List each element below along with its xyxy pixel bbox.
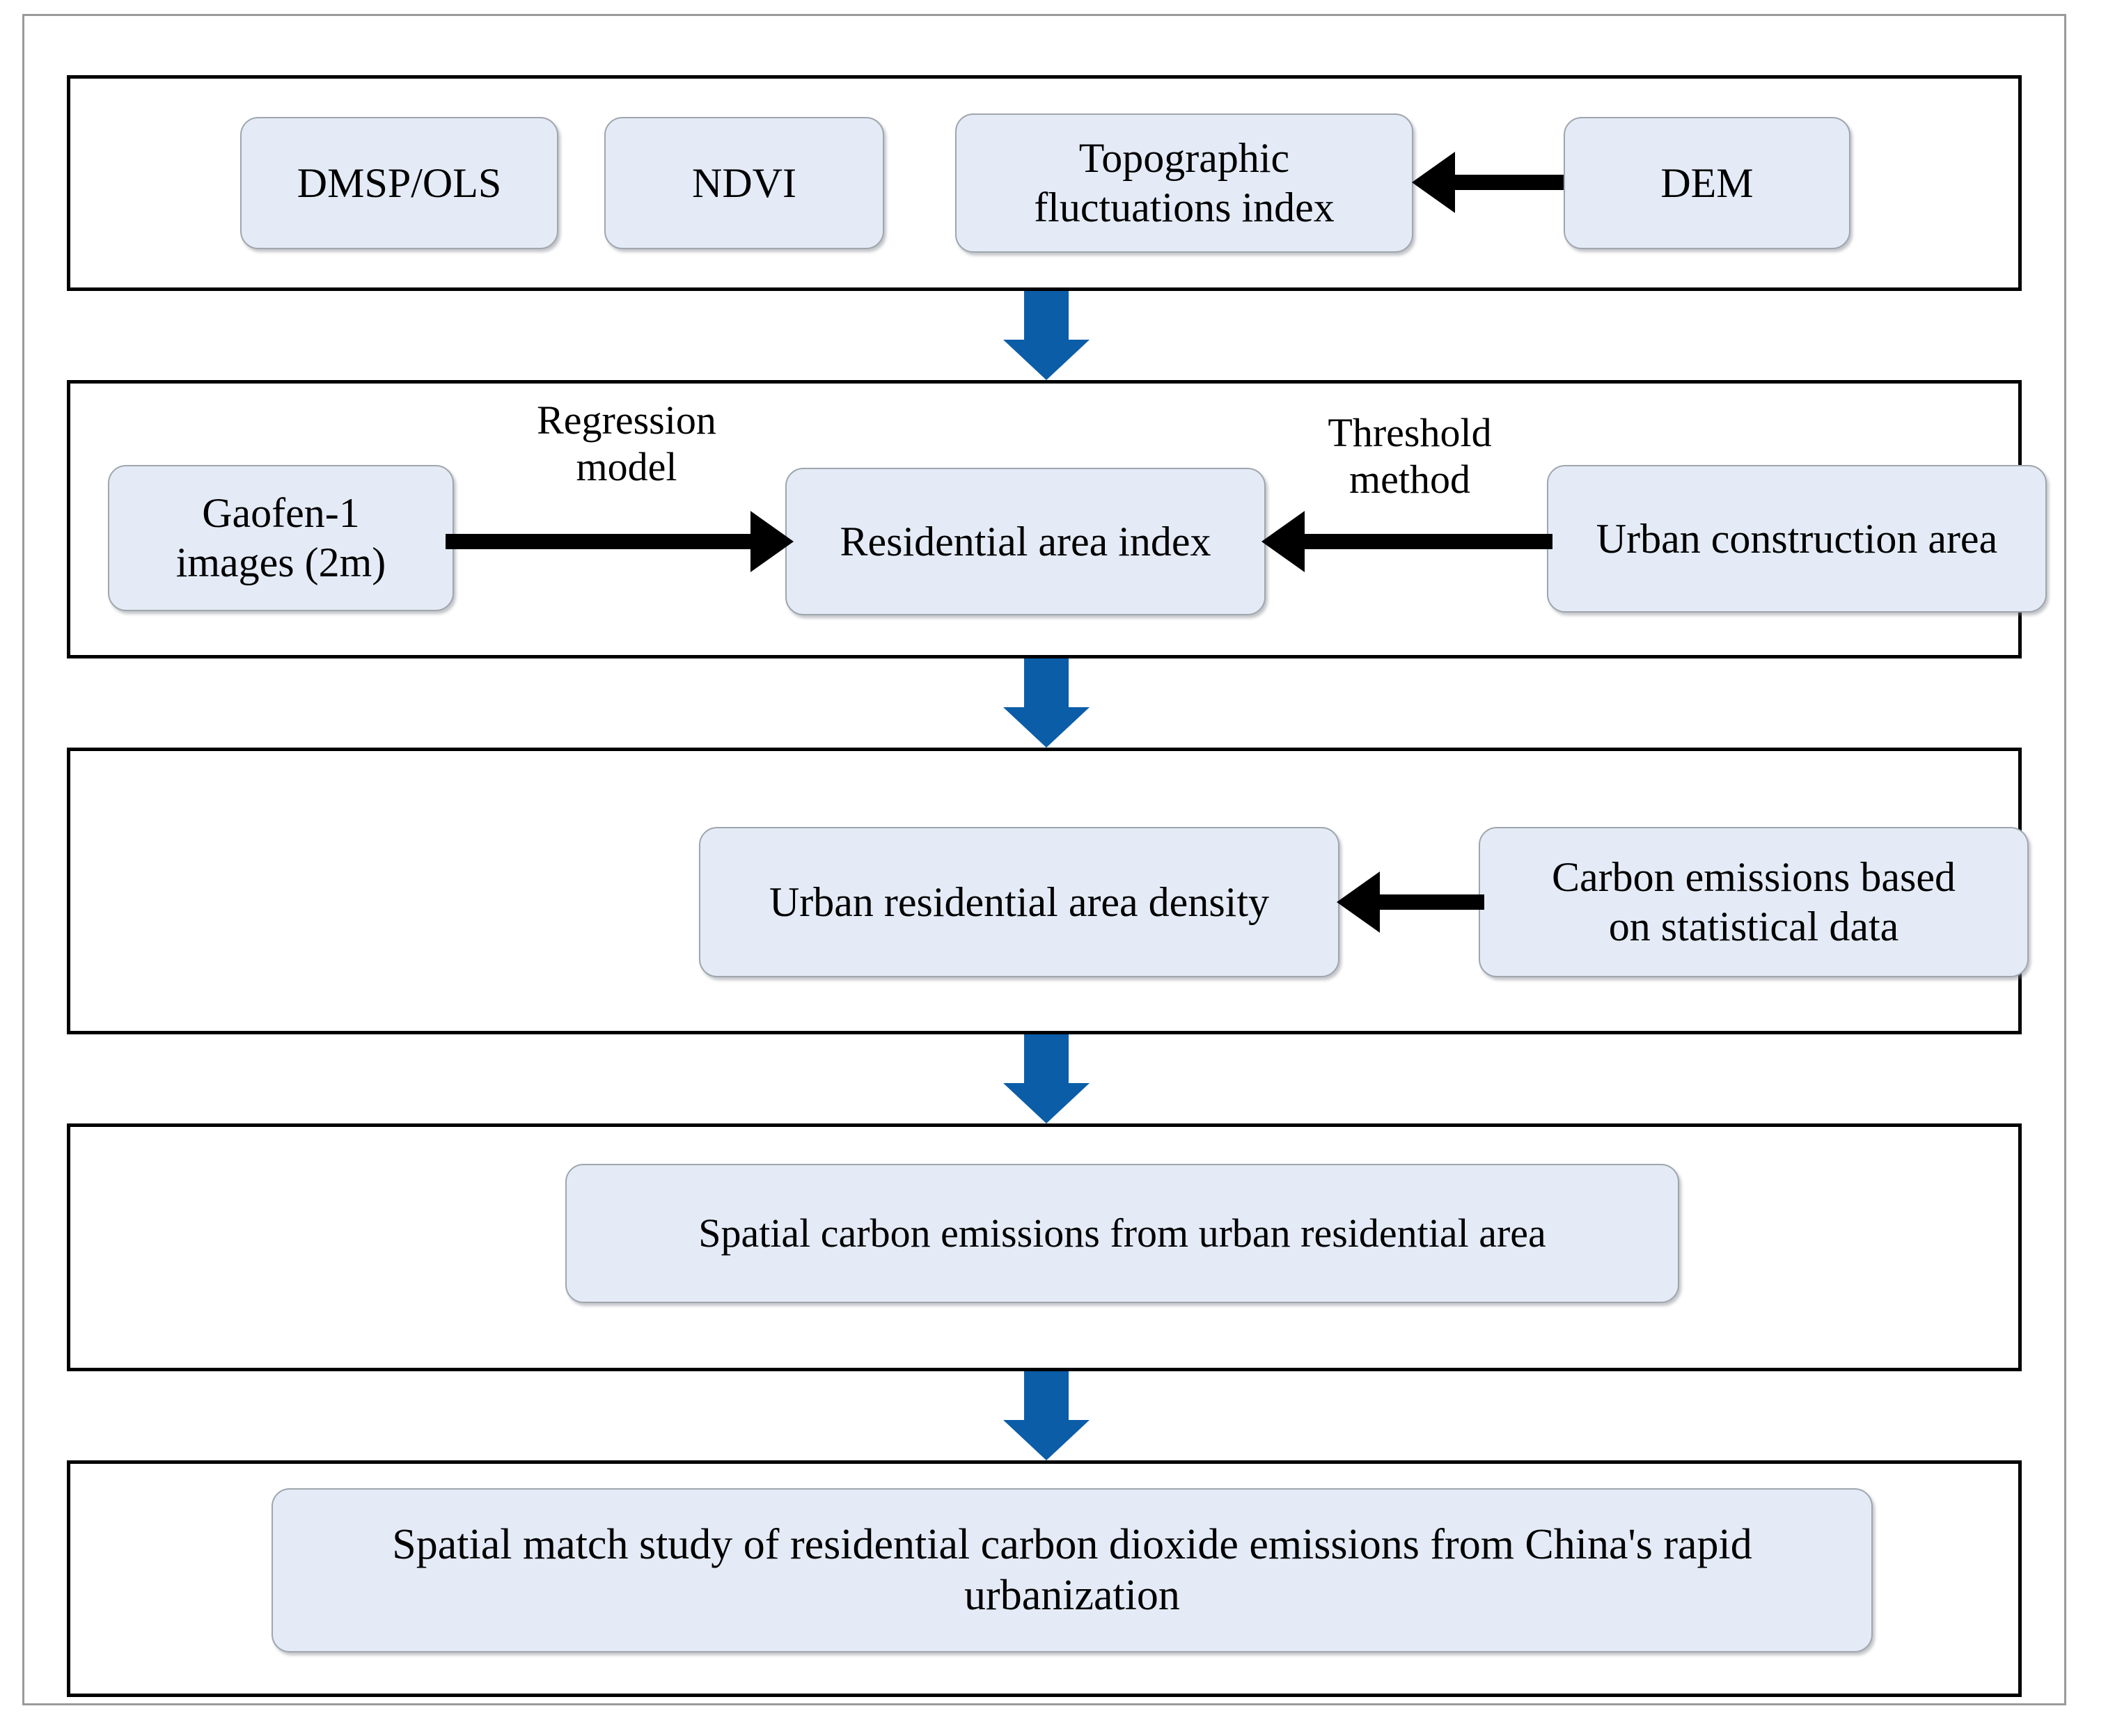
node-dmsp-ols[interactable]: DMSP/OLS [240, 117, 558, 249]
edge-label-threshold-method: Threshold method [1328, 410, 1492, 503]
arrow-shaft [1451, 175, 1564, 190]
node-urban-residential-area-density[interactable]: Urban residential area density [699, 827, 1339, 977]
node-spatial-carbon-emissions[interactable]: Spatial carbon emissions from urban resi… [565, 1164, 1679, 1303]
node-dem[interactable]: DEM [1564, 117, 1850, 249]
flow-arrow-stem [1024, 1034, 1069, 1086]
flow-arrow-3 [1003, 1034, 1090, 1123]
node-residential-area-index[interactable]: Residential area index [785, 468, 1266, 615]
node-topographic-fluctuations-index[interactable]: Topographic fluctuations index [955, 113, 1413, 253]
arrow-shaft [1376, 894, 1484, 910]
arrow-shaft [1300, 534, 1552, 549]
arrow-shaft [446, 534, 757, 549]
node-ndvi[interactable]: NDVI [604, 117, 884, 249]
flow-arrow-1 [1003, 291, 1090, 380]
arrow-head-icon [1412, 152, 1455, 213]
flow-arrow-tip-icon [1003, 707, 1090, 748]
flow-arrow-tip-icon [1003, 340, 1090, 380]
arrow-head-icon [1337, 871, 1380, 933]
flow-arrow-stem [1024, 1371, 1069, 1423]
node-spatial-match-study[interactable]: Spatial match study of residential carbo… [272, 1488, 1873, 1652]
node-carbon-emissions-statistical[interactable]: Carbon emissions based on statistical da… [1479, 827, 2029, 977]
flow-arrow-2 [1003, 658, 1090, 748]
node-urban-construction-area[interactable]: Urban construction area [1547, 465, 2047, 613]
flow-arrow-tip-icon [1003, 1083, 1090, 1123]
flow-arrow-stem [1024, 658, 1069, 710]
node-gaofen-1-images[interactable]: Gaofen-1 images (2m) [108, 465, 454, 611]
flow-arrow-4 [1003, 1371, 1090, 1460]
flow-arrow-tip-icon [1003, 1420, 1090, 1460]
flow-arrow-stem [1024, 291, 1069, 342]
edge-label-regression-model: Regression model [537, 397, 716, 490]
arrow-head-icon [750, 511, 794, 572]
arrow-head-icon [1261, 511, 1305, 572]
